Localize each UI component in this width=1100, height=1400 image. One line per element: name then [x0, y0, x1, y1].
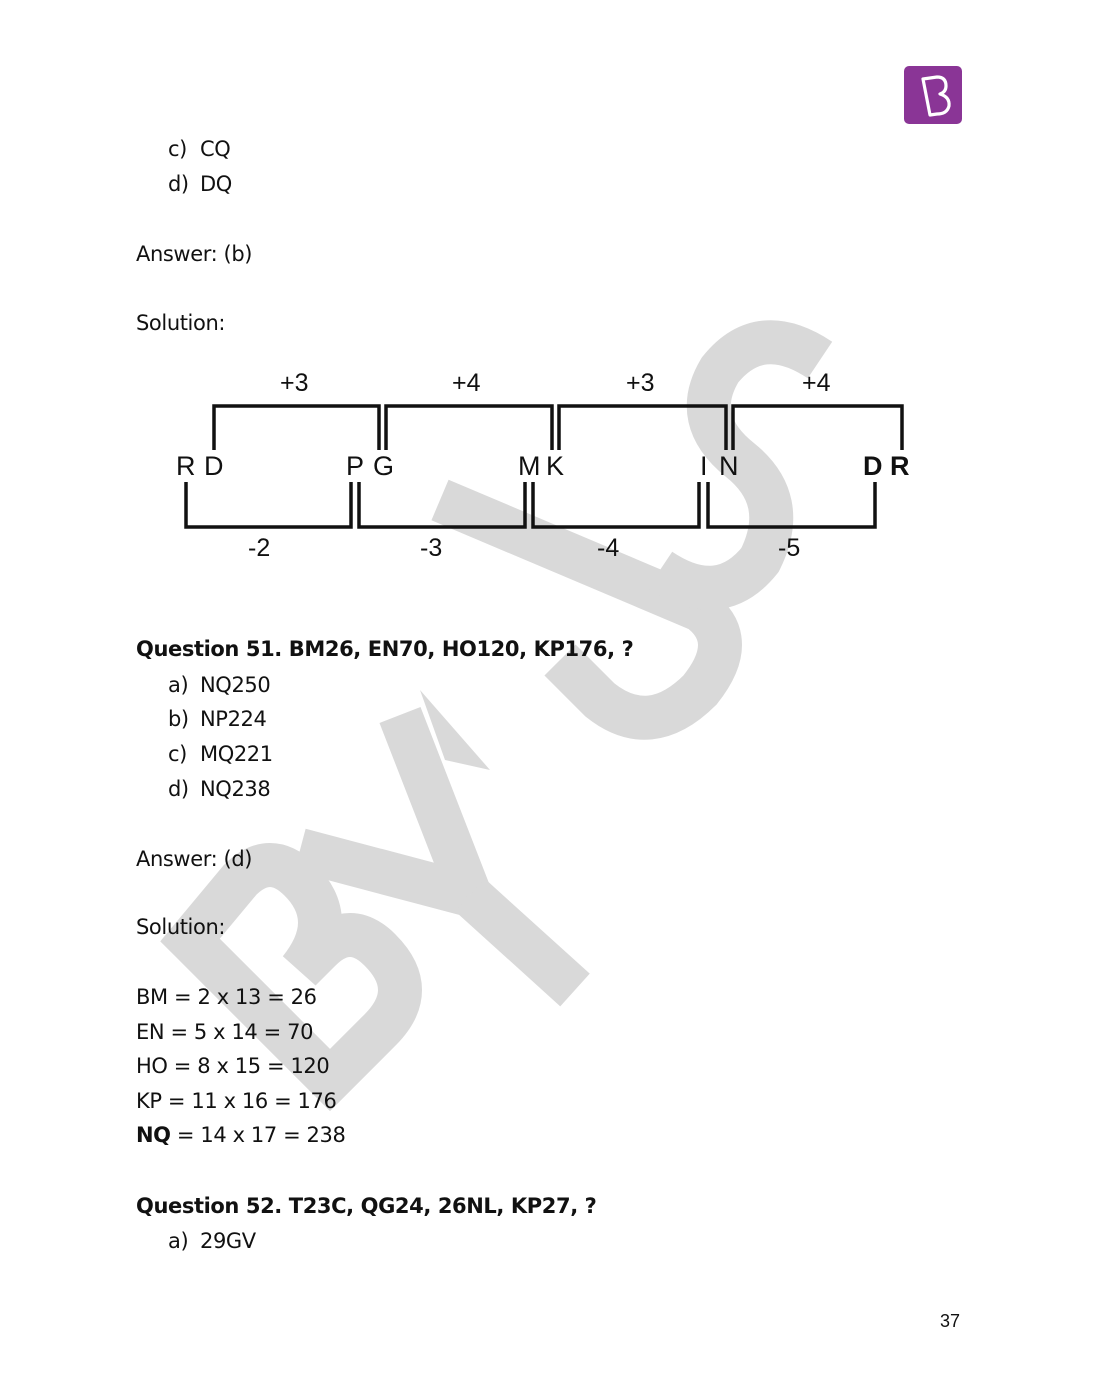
answer-text: Answer: (b)	[136, 242, 253, 266]
bottom-shift-label: -5	[778, 534, 801, 562]
bottom-shift-label: -3	[420, 534, 443, 562]
option-text: 29GV	[200, 1229, 256, 1253]
diagram-letter: R	[890, 451, 910, 481]
top-shift-label: +4	[802, 369, 831, 397]
q51-answer: Answer: (d)	[136, 847, 253, 871]
option-letter: d)	[168, 172, 189, 196]
solution-line-text: KP = 11 x 16 = 176	[136, 1089, 337, 1113]
q51-solution-label: Solution:	[136, 915, 226, 939]
option-c: c) CQ	[168, 136, 231, 162]
option-letter: a)	[168, 673, 189, 697]
q51-option-c: c) MQ221	[168, 741, 273, 767]
solution-line: KP = 11 x 16 = 176	[136, 1088, 337, 1114]
top-shift-label: +3	[280, 369, 309, 397]
solution-line-text: HO = 8 x 15 = 120	[136, 1054, 330, 1078]
option-letter: c)	[168, 137, 187, 161]
question-51-title: Question 51. BM26, EN70, HO120, KP176, ?	[136, 637, 634, 661]
solution-line-bold: NQ	[136, 1123, 171, 1147]
diagram-letter: P	[346, 451, 365, 481]
solution-label: Solution:	[136, 311, 226, 335]
q51-option-b: b) NP224	[168, 706, 267, 732]
solution-line-text: EN = 5 x 14 = 70	[136, 1020, 314, 1044]
option-text: MQ221	[200, 742, 273, 766]
option-letter: c)	[168, 742, 187, 766]
diagram-letter: R	[176, 451, 196, 481]
solution-line: EN = 5 x 14 = 70	[136, 1019, 313, 1045]
solution-line: NQ = 14 x 17 = 238	[136, 1122, 346, 1148]
diagram-letter: N	[719, 451, 739, 481]
page-number: 37	[940, 1311, 961, 1331]
option-letter: d)	[168, 777, 189, 801]
diagram-letter: K	[546, 451, 565, 481]
diagram-letter: I	[700, 451, 708, 481]
q51-option-d: d) NQ238	[168, 776, 271, 802]
q52-option-a: a) 29GV	[168, 1228, 256, 1254]
diagram-letter: G	[373, 451, 395, 481]
diagram-letter: M	[518, 451, 541, 481]
option-d: d) DQ	[168, 171, 232, 197]
solution-line-text: = 14 x 17 = 238	[170, 1123, 346, 1147]
solution-line-text: BM = 2 x 13 = 26	[136, 985, 317, 1009]
question-52-title: Question 52. T23C, QG24, 26NL, KP27, ?	[136, 1194, 597, 1218]
diagram-letter: D	[204, 451, 224, 481]
diagram-brackets	[184, 404, 904, 529]
solution-line: BM = 2 x 13 = 26	[136, 984, 317, 1010]
top-shift-label: +4	[452, 369, 481, 397]
option-text: NQ250	[200, 673, 271, 697]
bottom-shift-label: -2	[248, 534, 271, 562]
option-text: CQ	[200, 137, 231, 161]
option-text: NP224	[200, 707, 267, 731]
option-text: NQ238	[200, 777, 271, 801]
top-shift-label: +3	[626, 369, 655, 397]
byjus-logo-icon	[904, 66, 962, 124]
solution-line: HO = 8 x 15 = 120	[136, 1053, 330, 1079]
q51-option-a: a) NQ250	[168, 672, 271, 698]
bottom-shift-label: -4	[597, 534, 620, 562]
diagram-letter: D	[863, 451, 883, 481]
option-letter: b)	[168, 707, 189, 731]
option-text: DQ	[200, 172, 232, 196]
option-letter: a)	[168, 1229, 189, 1253]
